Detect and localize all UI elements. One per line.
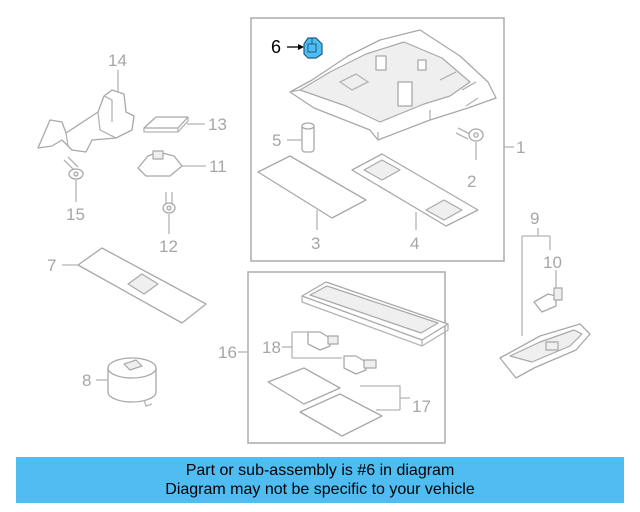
callout-13: 13 — [208, 115, 227, 134]
part-18-bulb[interactable] — [307, 331, 377, 375]
callout-11: 11 — [209, 157, 227, 176]
part-3-pad[interactable] — [257, 155, 367, 219]
callout-16: 16 — [218, 343, 237, 362]
callout-2: 2 — [467, 172, 476, 191]
part-12-bolt[interactable] — [162, 192, 176, 214]
callout-3: 3 — [311, 234, 320, 253]
callout-14: 14 — [108, 51, 127, 70]
callout-4: 4 — [410, 234, 419, 253]
parts-diagram: 14 13 11 15 12 7 8 — [37, 17, 591, 444]
callout-8: 8 — [82, 371, 91, 390]
part-17-gasket[interactable] — [267, 367, 383, 437]
part-8-sensor[interactable] — [107, 357, 157, 407]
console-assembly-box — [250, 17, 505, 262]
lamp-assembly-box — [247, 271, 446, 444]
part-10-bulb[interactable] — [533, 287, 563, 313]
part-16-lamp-lens[interactable] — [301, 281, 449, 347]
callout-5: 5 — [272, 131, 281, 150]
part-5-plug[interactable] — [301, 122, 315, 153]
callout-9: 9 — [530, 209, 539, 228]
callout-17: 17 — [412, 397, 431, 416]
part-2-screw[interactable] — [455, 127, 484, 142]
banner-line-2: Diagram may not be specific to your vehi… — [165, 481, 475, 498]
part-1-console-housing[interactable] — [289, 29, 497, 141]
part-13-pad[interactable] — [143, 116, 189, 133]
info-banner: Part or sub-assembly is #6 in diagram Di… — [16, 457, 624, 503]
banner-line-1: Part or sub-assembly is #6 in diagram — [185, 462, 455, 479]
part-15-screw[interactable] — [63, 156, 84, 180]
part-9-map-lamp[interactable] — [499, 323, 591, 379]
part-14-bracket[interactable] — [37, 89, 135, 153]
callout-18: 18 — [262, 338, 281, 357]
part-11-connector[interactable] — [137, 150, 183, 177]
callout-10: 10 — [543, 253, 562, 272]
callout-1: 1 — [516, 138, 525, 157]
part-7-gasket[interactable] — [77, 247, 207, 324]
callout-7: 7 — [47, 256, 56, 275]
part-4-pad[interactable] — [351, 153, 479, 227]
callout-12: 12 — [159, 237, 178, 256]
callout-6: 6 — [271, 37, 281, 57]
callout-15: 15 — [66, 205, 85, 224]
part-6-clip[interactable] — [303, 37, 323, 59]
